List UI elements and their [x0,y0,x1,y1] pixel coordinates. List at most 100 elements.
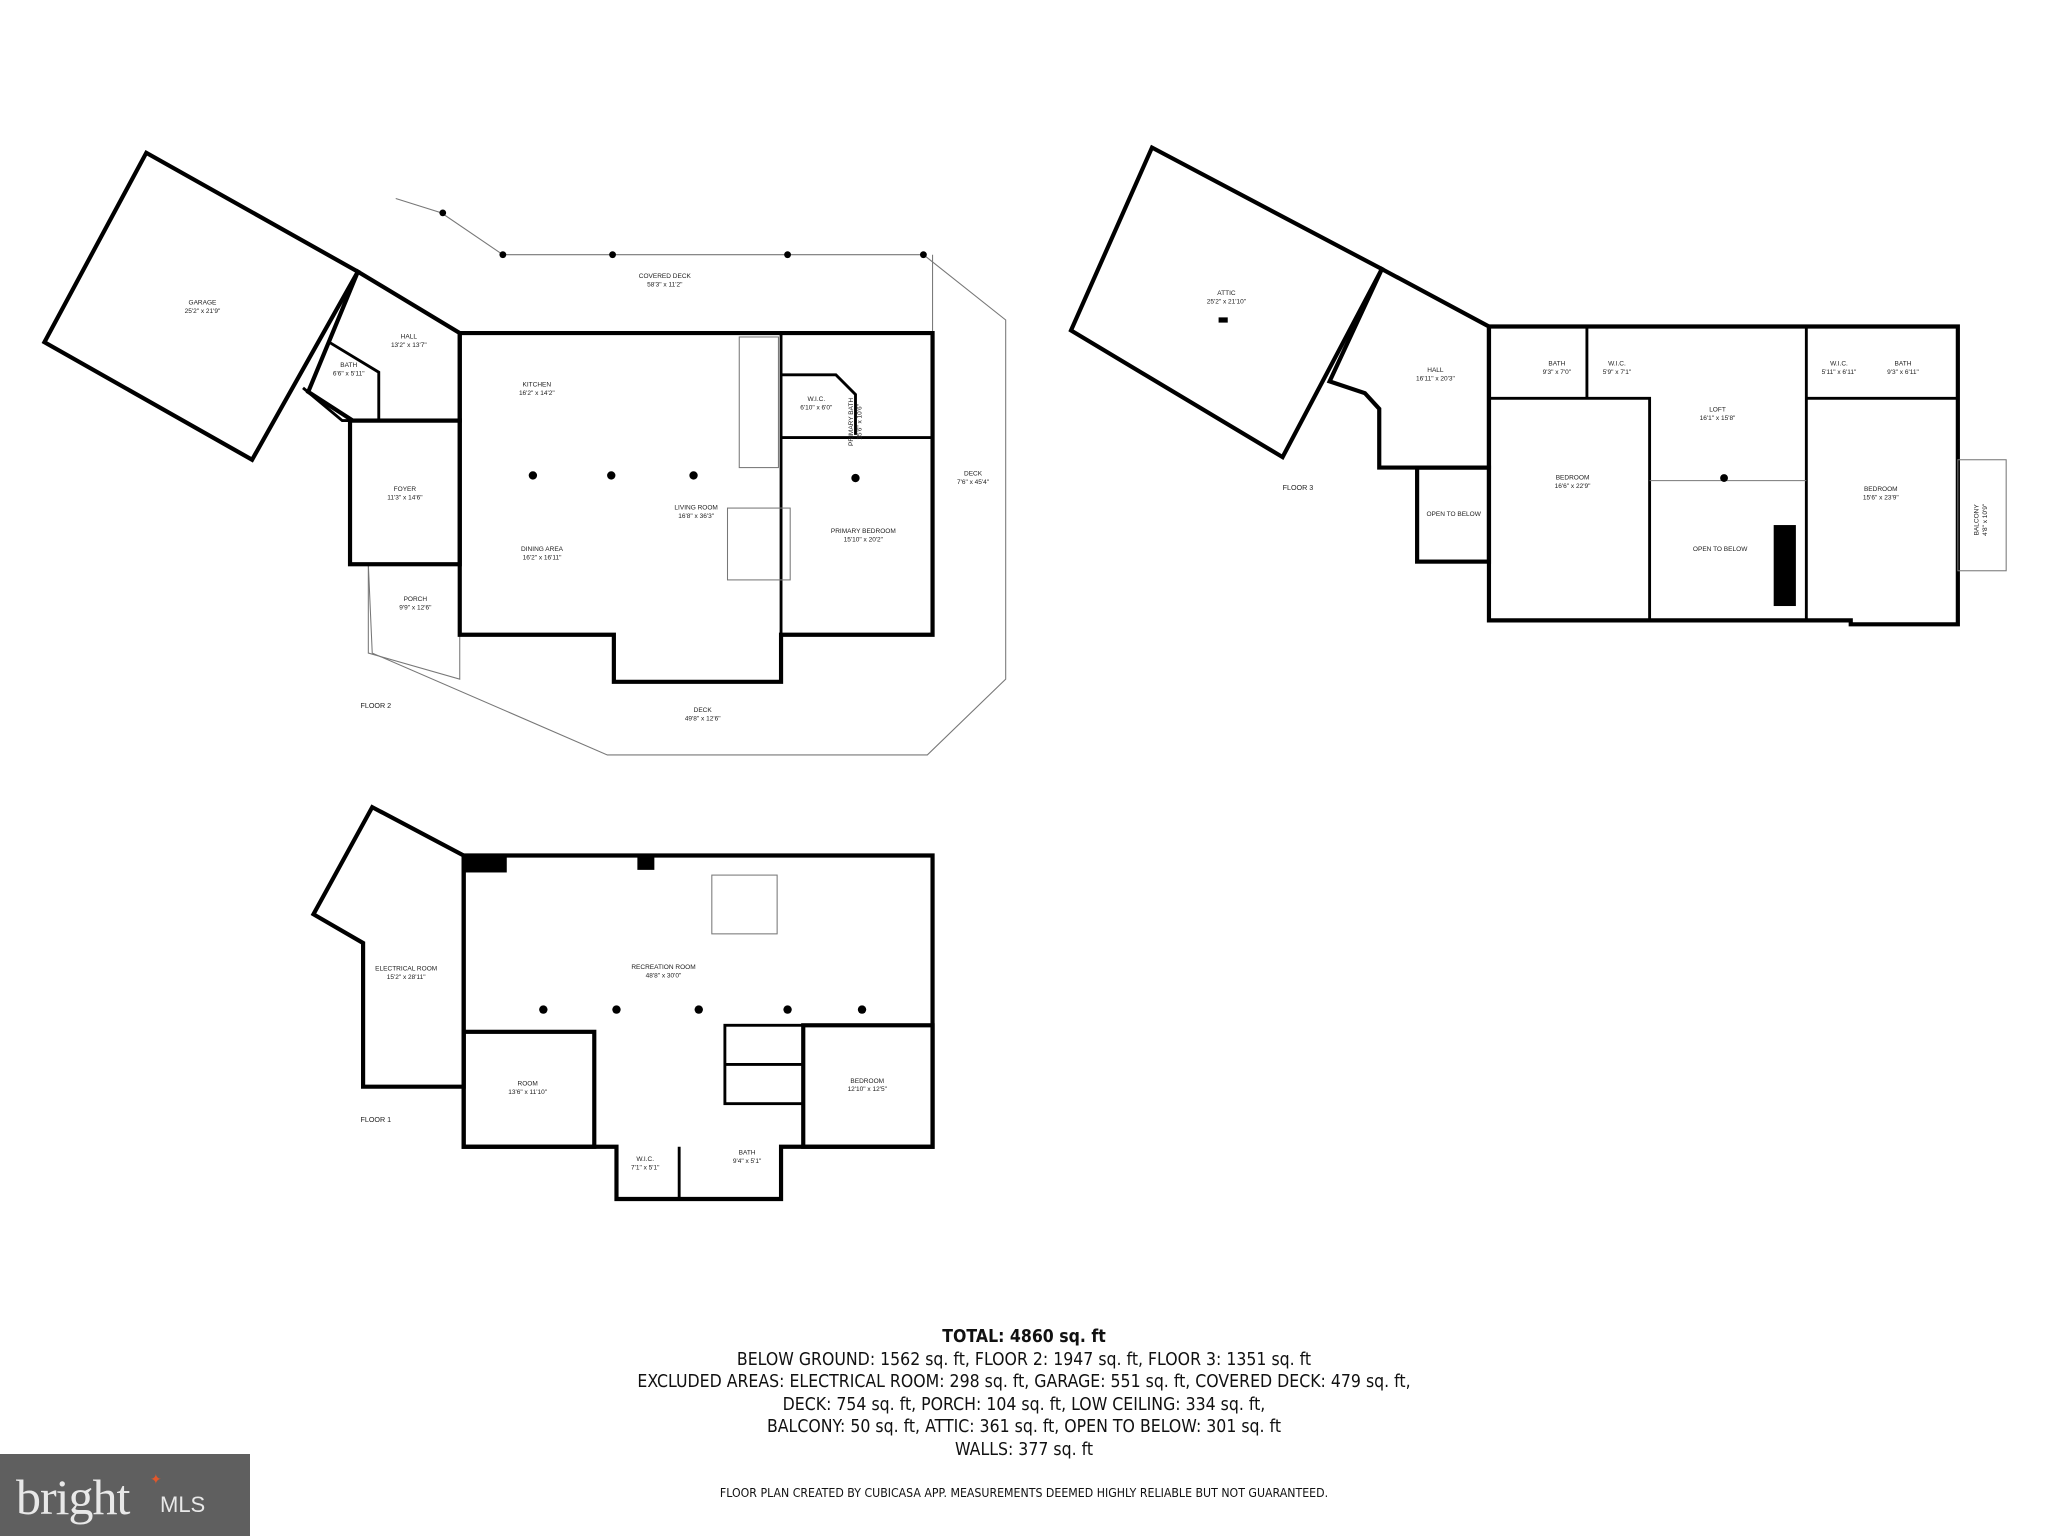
disclaimer: FLOOR PLAN CREATED BY CUBICASA APP. MEAS… [719,1485,1329,1500]
main-floor-3-walls [1486,324,1960,627]
area-summary: TOTAL: 4860 sq. ft BELOW GROUND: 1562 sq… [102,1326,1945,1462]
room-dimensions: 16'2" x 14'2" [519,390,555,397]
room-name: BEDROOM [850,1078,884,1085]
room-dimensions: 49'8" x 12'6" [685,715,721,722]
column [1720,474,1728,482]
floor-label: FLOOR 2 [360,702,391,710]
hall-walls [1326,266,1492,470]
summary-line: WALLS: 377 sq. ft [954,1439,1094,1460]
room-label: DECK 7'6" x 45'4" [957,470,990,485]
stairs [711,874,778,935]
room-dimensions: 16'6" x 22'9" [1555,483,1591,490]
room-dimensions: 7'6" x 45'4" [957,479,990,486]
room-name: W.I.C. [636,1156,654,1163]
room-dimensions: 5'11" x 6'11" [1822,369,1857,376]
total-area: TOTAL: 4860 sq. ft [942,1327,1106,1347]
garage-walls [41,149,361,463]
room-label: W.I.C.6'10" x 6'0" [800,396,833,411]
room-dimensions: 25'2" x 21'10" [1207,299,1247,306]
room-dimensions: 15'2" x 28'11" [387,974,427,981]
room-name: PORCH [404,596,428,603]
room-name: BATH [340,362,357,369]
room-dimensions: 13'2" x 13'7" [391,342,427,349]
room-name: BALCONY [1974,504,1981,536]
room-dimensions: 15'10" x 20'2" [844,536,884,543]
room-name: BATH [1548,361,1565,368]
room-dimensions: 16'1" x 15'8" [1700,415,1736,422]
covered-deck-outline [367,198,1007,756]
room-label: W.I.C. 7'1" x 5'1" [631,1156,660,1171]
columns [439,209,927,483]
room-name: BATH [739,1150,756,1157]
room-dimensions: 16'2" x 16'11" [523,555,563,562]
room-name: DINING AREA [521,546,564,553]
floor-label: FLOOR 1 [360,1116,391,1124]
room-name: RECREATION ROOM [631,964,695,971]
floor-2-plan [41,149,1007,756]
room-name: DECK [964,470,983,477]
room-label: FOYER 11'3" x 14'6" [387,486,423,501]
floor-3-plan [1068,144,2007,627]
fireplace [726,507,791,581]
attic-walls [1068,144,1385,461]
summary-line: EXCLUDED AREAS: ELECTRICAL ROOM: 298 sq.… [637,1372,1411,1393]
room-name: HALL [401,333,418,340]
room-name: W.I.C. [1608,361,1626,368]
room-name: PRIMARY BATH [848,398,855,446]
columns [463,855,867,1014]
room-name: DECK [694,707,713,714]
room-name: HALL [1427,367,1444,374]
room-label: ATTIC 25'2" x 21'10" [1207,290,1247,305]
stairs [738,336,779,469]
room-label: HALL 13'2" x 13'7" [391,333,427,348]
room-name: GARAGE [189,299,218,306]
star-icon: ✦ [150,1471,162,1487]
room-name: BEDROOM [1864,486,1898,493]
porch-outline [367,564,461,680]
room-name: LOFT [1709,406,1726,413]
room-label: W.I.C.5'11" x 6'11" [1822,361,1857,376]
room-dimensions: 7'1" x 5'1" [631,1165,660,1172]
electrical-room-walls [310,804,466,1089]
room-name: COVERED DECK [639,273,692,280]
room-dimensions: 13'6" x 11'10" [508,1089,548,1096]
summary-line: BALCONY: 50 sq. ft, ATTIC: 361 sq. ft, O… [766,1417,1282,1438]
room-name: LIVING ROOM [674,504,717,511]
room-label: W.I.C.5'9" x 7'1" [1603,361,1632,376]
room-label: LIVING ROOM 16'8" x 36'3" [674,504,717,519]
room-name: PRIMARY BEDROOM [831,528,896,535]
balcony-outline [1957,459,2007,572]
room-dimensions: 11'3" x 14'6" [387,495,423,502]
room-dimensions: 15'6" x 10'6" [856,403,863,439]
room-dimensions: 6'10" x 6'0" [800,404,833,411]
room-dimensions: 16'8" x 36'3" [678,513,714,520]
room-dimensions: 58'3" x 11'2" [647,282,683,289]
room-name: KITCHEN [523,382,552,389]
room-dimensions: 4'8" x 10'9" [1982,503,1989,536]
foyer-walls [347,418,462,567]
room-label: DINING AREA 16'2" x 16'11" [521,546,564,561]
room-name: ATTIC [1217,290,1236,297]
room-name: W.I.C. [1830,361,1848,368]
room-name: FOYER [394,486,417,493]
room-dimensions: 5'9" x 7'1" [1603,369,1632,376]
attic-hatch [1218,317,1228,323]
room-dimensions: 9'3" x 7'0" [1543,369,1572,376]
bright-mls-logo: bright ✦ MLS [0,1454,250,1536]
